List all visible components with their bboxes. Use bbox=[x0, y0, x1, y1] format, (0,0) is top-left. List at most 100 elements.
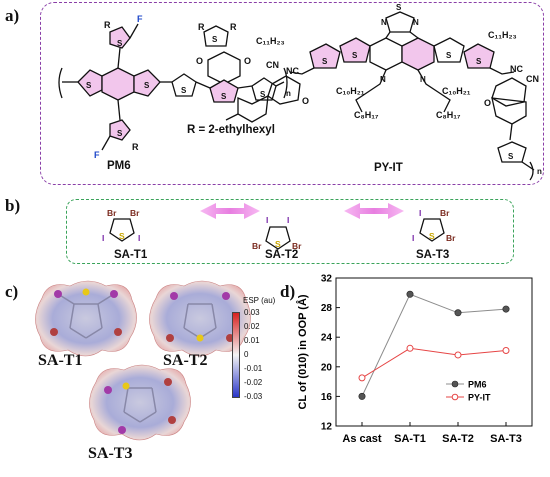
svg-text:S: S bbox=[429, 231, 435, 241]
pm6-label: PM6 bbox=[107, 160, 131, 172]
svg-text:CN: CN bbox=[526, 74, 539, 84]
svg-text:R: R bbox=[104, 20, 111, 30]
data-point-pm6 bbox=[502, 305, 510, 313]
legend-marker bbox=[451, 393, 459, 401]
colorbar-tick: -0.01 bbox=[244, 364, 263, 373]
colorbar-tick: 0 bbox=[244, 350, 249, 359]
svg-text:S: S bbox=[352, 51, 358, 60]
svg-text:I: I bbox=[287, 215, 289, 225]
data-point-py-it bbox=[358, 374, 366, 382]
svg-text:Br: Br bbox=[130, 208, 140, 218]
panel-b-molecules: Br Br I I S I I Br Br S I Br I Br S bbox=[102, 203, 456, 251]
svg-text:F: F bbox=[137, 14, 143, 24]
esp-map-sa-t2 bbox=[149, 280, 251, 357]
svg-text:O: O bbox=[244, 56, 251, 66]
colorbar-ticks: 0.03 0.02 0.01 0 -0.01 -0.02 -0.03 bbox=[244, 308, 274, 402]
y-axis-label: CL of (010) in OOP (Å) bbox=[296, 294, 309, 409]
svg-text:S: S bbox=[508, 152, 514, 161]
esp-label-sa-t1: SA-T1 bbox=[38, 352, 83, 369]
svg-text:N: N bbox=[381, 18, 387, 27]
svg-text:O: O bbox=[484, 98, 491, 108]
series-line-pm6 bbox=[361, 293, 507, 397]
data-point-pm6 bbox=[454, 309, 462, 317]
svg-text:C₁₁H₂₃: C₁₁H₂₃ bbox=[488, 30, 517, 40]
svg-text:S: S bbox=[117, 39, 123, 48]
y-tick-label: 12 bbox=[321, 422, 333, 433]
x-tick-label: As cast bbox=[342, 433, 381, 445]
svg-text:O: O bbox=[302, 96, 309, 106]
svg-text:Br: Br bbox=[252, 241, 262, 251]
esp-label-sa-t2: SA-T2 bbox=[163, 352, 208, 369]
sa-t2-ring bbox=[265, 226, 291, 250]
panel-d-letter: d) bbox=[280, 282, 296, 301]
svg-text:I: I bbox=[102, 233, 104, 243]
y-tick-label: 28 bbox=[321, 303, 333, 314]
svg-text:S: S bbox=[322, 57, 328, 66]
panel-c-letter: c) bbox=[5, 282, 19, 301]
x-tick-label: SA-T3 bbox=[490, 433, 522, 445]
data-point-pm6 bbox=[358, 392, 366, 400]
svg-text:Br: Br bbox=[446, 233, 456, 243]
svg-text:C₁₁H₂₃: C₁₁H₂₃ bbox=[256, 36, 285, 46]
svg-text:S: S bbox=[86, 81, 92, 90]
svg-text:S: S bbox=[119, 231, 125, 241]
svg-text:R: R bbox=[230, 22, 237, 32]
svg-text:C₁₀H₂₁: C₁₀H₂₁ bbox=[442, 86, 471, 96]
colorbar-title: ESP (au) bbox=[243, 296, 276, 305]
svg-text:N: N bbox=[380, 75, 386, 84]
svg-text:S: S bbox=[212, 35, 218, 44]
svg-text:S: S bbox=[446, 51, 452, 60]
legend-label: PY-IT bbox=[468, 393, 491, 403]
svg-text:Br: Br bbox=[440, 208, 450, 218]
x-tick-label: SA-T1 bbox=[394, 433, 426, 445]
svg-text:Br: Br bbox=[107, 208, 117, 218]
colorbar-tick: -0.02 bbox=[244, 378, 263, 387]
colorbar-tick: 0.03 bbox=[244, 308, 260, 317]
r-group-note: R = 2-ethylhexyl bbox=[187, 124, 275, 136]
x-tick-label: SA-T2 bbox=[442, 433, 474, 445]
data-point-py-it bbox=[502, 347, 510, 355]
panel-a-box bbox=[40, 2, 544, 185]
svg-text:C₈H₁₇: C₈H₁₇ bbox=[436, 110, 461, 120]
double-arrow-right bbox=[344, 203, 404, 219]
svg-text:S: S bbox=[221, 92, 227, 101]
svg-text:C₁₀H₂₁: C₁₀H₂₁ bbox=[336, 86, 365, 96]
pm6-structure bbox=[58, 23, 288, 151]
sa-t1-name: SA-T1 bbox=[114, 249, 148, 261]
svg-text:R: R bbox=[132, 142, 139, 152]
svg-text:NC: NC bbox=[286, 66, 299, 76]
pyit-structure bbox=[225, 11, 535, 181]
svg-text:n: n bbox=[286, 89, 291, 98]
svg-text:C₈H₁₇: C₈H₁₇ bbox=[354, 110, 379, 120]
svg-text:Br: Br bbox=[292, 241, 302, 251]
esp-map-sa-t1 bbox=[35, 280, 137, 357]
y-tick-label: 24 bbox=[321, 333, 333, 344]
sa-t2-name: SA-T2 bbox=[265, 249, 299, 261]
svg-text:S: S bbox=[396, 3, 402, 12]
svg-text:n: n bbox=[537, 167, 542, 176]
data-point-pm6 bbox=[406, 290, 414, 298]
data-point-py-it bbox=[406, 344, 414, 352]
svg-text:I: I bbox=[266, 215, 268, 225]
colorbar-tick: 0.01 bbox=[244, 336, 260, 345]
esp-label-sa-t3: SA-T3 bbox=[88, 445, 133, 462]
y-tick-label: 20 bbox=[321, 362, 333, 373]
svg-text:I: I bbox=[138, 233, 140, 243]
y-tick-label: 16 bbox=[321, 392, 333, 403]
panel-a-structures: R F S S S S F R S R R S O O S S n bbox=[58, 3, 542, 181]
svg-text:CN: CN bbox=[266, 60, 279, 70]
panel-b-box bbox=[66, 199, 514, 264]
svg-text:S: S bbox=[117, 129, 123, 138]
panel-b-letter: b) bbox=[5, 196, 21, 215]
double-arrow-left bbox=[200, 203, 260, 219]
svg-text:S: S bbox=[275, 239, 281, 249]
pyit-label: PY-IT bbox=[374, 162, 403, 174]
svg-text:S: S bbox=[181, 86, 187, 95]
series-line-py-it bbox=[361, 347, 507, 379]
svg-text:I: I bbox=[419, 208, 421, 218]
esp-maps bbox=[35, 280, 251, 441]
svg-text:F: F bbox=[94, 150, 100, 160]
sa-t3-name: SA-T3 bbox=[416, 249, 450, 261]
